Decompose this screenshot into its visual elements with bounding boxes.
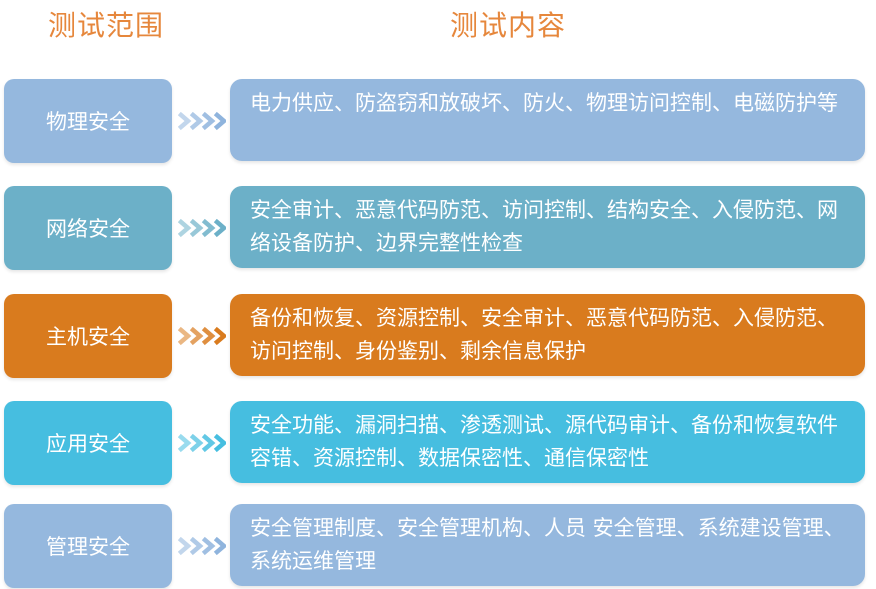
content-box-physical: 电力供应、防盗窃和放破坏、防火、物理访问控制、电磁防护等 [230, 79, 865, 161]
scope-box-network: 网络安全 [4, 186, 172, 270]
scope-label: 管理安全 [46, 535, 130, 559]
content-box-management: 安全管理制度、安全管理机构、人员 安全管理、系统建设管理、系统运维管理 [230, 504, 865, 586]
content-text: 安全审计、恶意代码防范、访问控制、结构安全、入侵防范、网络设备防护、边界完整性检… [250, 198, 838, 255]
scope-label: 物理安全 [46, 110, 130, 134]
content-text: 备份和恢复、资源控制、安全审计、恶意代码防范、入侵防范、访问控制、身份鉴别、剩余… [250, 306, 838, 363]
scope-label: 主机安全 [46, 325, 130, 349]
content-text: 安全管理制度、安全管理机构、人员 安全管理、系统建设管理、系统运维管理 [250, 516, 845, 573]
scope-box-host: 主机安全 [4, 294, 172, 378]
chevron-arrows-icon [178, 536, 226, 556]
chevron-arrows-icon [178, 433, 226, 453]
security-row: 物理安全 电力供应、防盗窃和放破坏、防火、物理访问控制、电磁防护等 [0, 79, 876, 163]
content-box-network: 安全审计、恶意代码防范、访问控制、结构安全、入侵防范、网络设备防护、边界完整性检… [230, 186, 865, 268]
content-text: 安全功能、漏洞扫描、渗透测试、源代码审计、备份和恢复软件容错、资源控制、数据保密… [250, 413, 838, 470]
content-box-application: 安全功能、漏洞扫描、渗透测试、源代码审计、备份和恢复软件容错、资源控制、数据保密… [230, 401, 865, 483]
security-row: 应用安全 安全功能、漏洞扫描、渗透测试、源代码审计、备份和恢复软件容错、资源控制… [0, 401, 876, 485]
scope-column-header: 测试范围 [48, 9, 165, 42]
content-box-host: 备份和恢复、资源控制、安全审计、恶意代码防范、入侵防范、访问控制、身份鉴别、剩余… [230, 294, 865, 376]
chevron-arrows-icon [178, 326, 226, 346]
chevron-arrows-icon [178, 218, 226, 238]
scope-box-management: 管理安全 [4, 504, 172, 588]
content-column-header: 测试内容 [450, 9, 567, 42]
scope-box-physical: 物理安全 [4, 79, 172, 163]
security-row: 网络安全 安全审计、恶意代码防范、访问控制、结构安全、入侵防范、网络设备防护、边… [0, 186, 876, 270]
scope-label: 应用安全 [46, 432, 130, 456]
security-row: 管理安全 安全管理制度、安全管理机构、人员 安全管理、系统建设管理、系统运维管理 [0, 504, 876, 588]
chevron-arrows-icon [178, 111, 226, 131]
security-row: 主机安全 备份和恢复、资源控制、安全审计、恶意代码防范、入侵防范、访问控制、身份… [0, 294, 876, 378]
scope-label: 网络安全 [46, 217, 130, 241]
scope-box-application: 应用安全 [4, 401, 172, 485]
content-text: 电力供应、防盗窃和放破坏、防火、物理访问控制、电磁防护等 [250, 91, 838, 115]
